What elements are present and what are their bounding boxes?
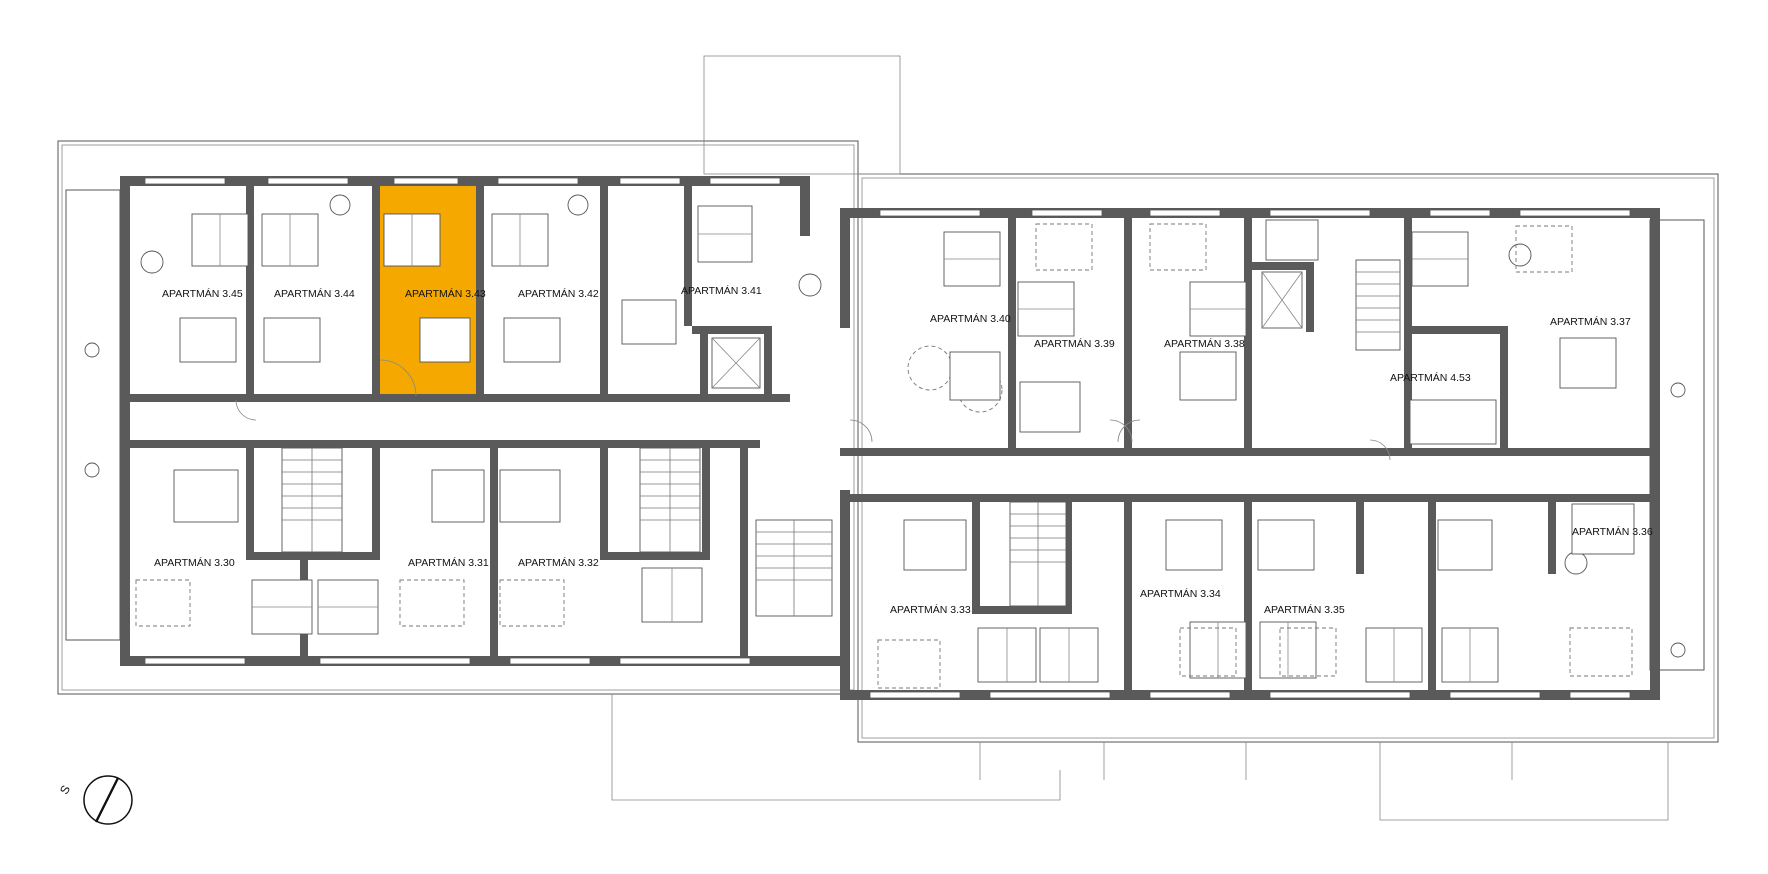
north-compass: S (57, 775, 133, 825)
furniture (84, 194, 1686, 689)
label-apartment-3-43: APARTMÁN 3.43 (405, 287, 486, 300)
label-apartment-3-39: APARTMÁN 3.39 (1034, 337, 1115, 350)
label-apartment-3-37: APARTMÁN 3.37 (1550, 315, 1631, 328)
label-apartment-3-31: APARTMÁN 3.31 (408, 556, 489, 569)
label-apartment-3-33: APARTMÁN 3.33 (890, 603, 971, 616)
label-apartment-3-40: APARTMÁN 3.40 (930, 312, 1011, 325)
compass-letter: S (57, 783, 73, 797)
terrace-outlines (57, 55, 1719, 821)
stairs (281, 259, 1401, 617)
label-apartment-3-41: APARTMÁN 3.41 (681, 284, 762, 297)
doors (235, 359, 1391, 461)
label-apartment-3-38: APARTMÁN 3.38 (1164, 337, 1245, 350)
room-labels: APARTMÁN 3.45 APARTMÁN 3.44 APARTMÁN 3.4… (154, 284, 1653, 616)
label-apartment-3-32: APARTMÁN 3.32 (518, 556, 599, 569)
label-apartment-3-36: APARTMÁN 3.36 (1572, 525, 1653, 538)
label-apartment-4-53: APARTMÁN 4.53 (1390, 371, 1471, 384)
partition-walls (246, 176, 1556, 694)
label-apartment-3-35: APARTMÁN 3.35 (1264, 603, 1345, 616)
label-apartment-3-42: APARTMÁN 3.42 (518, 287, 599, 300)
label-apartment-3-30: APARTMÁN 3.30 (154, 556, 235, 569)
elevators (711, 271, 1303, 389)
label-apartment-3-45: APARTMÁN 3.45 (162, 287, 243, 300)
label-apartment-3-34: APARTMÁN 3.34 (1140, 587, 1221, 600)
windows (144, 177, 1631, 699)
label-apartment-3-44: APARTMÁN 3.44 (274, 287, 355, 300)
